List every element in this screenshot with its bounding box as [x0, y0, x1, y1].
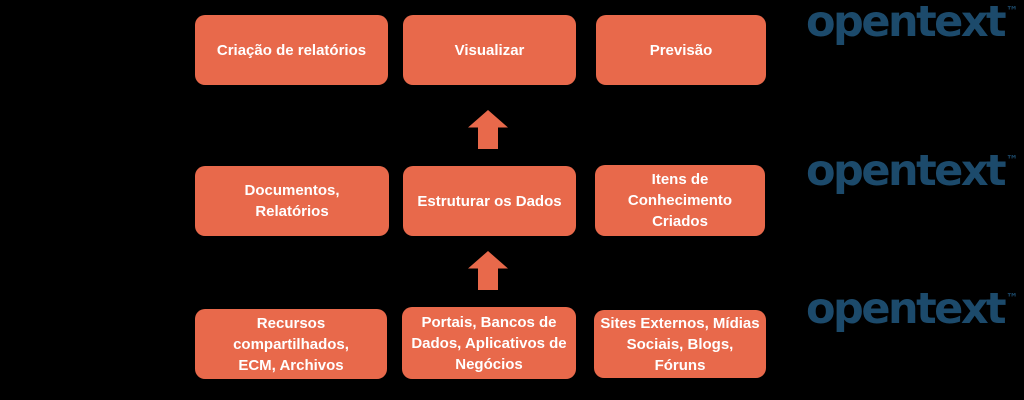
up-arrow-icon	[468, 110, 508, 149]
box-documentos-relatorios: Documentos, Relatórios	[195, 166, 389, 236]
box-portais-bancos-de-dados: Portais, Bancos de Dados, Aplicativos de…	[402, 307, 576, 379]
box-itens-de-conhecimento: Itens de Conhecimento Criados	[595, 165, 765, 236]
opentext-logo: opentext ™	[806, 143, 1024, 199]
opentext-logo: opentext ™	[806, 281, 1024, 337]
opentext-logo-text: opentext	[806, 145, 1007, 196]
box-sites-externos: Sites Externos, Mídias Sociais, Blogs, F…	[594, 310, 766, 378]
trademark-symbol: ™	[1006, 4, 1019, 18]
box-previsao: Previsão	[596, 15, 766, 85]
up-arrow-icon	[468, 251, 508, 290]
box-estruturar-os-dados: Estruturar os Dados	[403, 166, 576, 236]
opentext-logo-text: opentext	[806, 283, 1007, 334]
box-visualizar: Visualizar	[403, 15, 576, 85]
trademark-symbol: ™	[1006, 291, 1019, 305]
opentext-logo-text: opentext	[806, 0, 1007, 47]
trademark-symbol: ™	[1006, 153, 1019, 167]
box-recursos-compartilhados: Recursos compartilhados, ECM, Archivos	[195, 309, 387, 379]
opentext-logo: opentext ™	[806, 0, 1024, 50]
box-criacao-de-relatorios: Criação de relatórios	[195, 15, 388, 85]
